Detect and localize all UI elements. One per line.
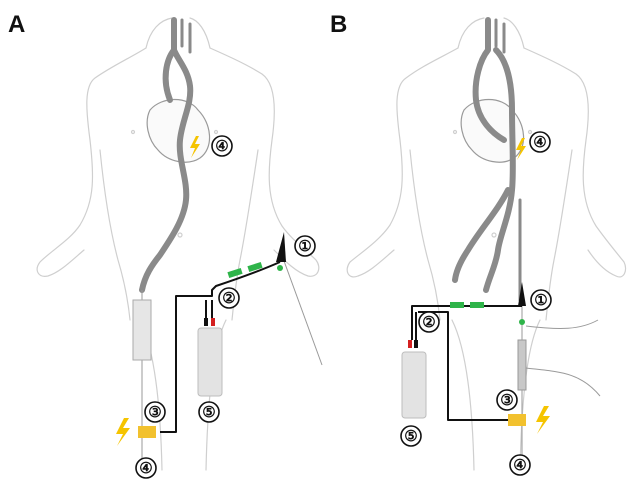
svg-text:⑤: ⑤ xyxy=(202,404,215,421)
svg-text:④: ④ xyxy=(513,457,526,474)
connector-clip xyxy=(138,426,156,438)
needle-line-a xyxy=(280,250,322,365)
connector-clip xyxy=(227,268,242,278)
callout-b-4-top: ④ xyxy=(530,132,550,152)
svg-text:①: ① xyxy=(534,292,547,309)
callout-b-1: ① xyxy=(531,290,551,310)
lightning-icon xyxy=(536,406,550,434)
connector-clip xyxy=(470,302,484,308)
connector-dot-a xyxy=(277,265,283,271)
body-outline-a xyxy=(37,18,319,470)
body-outline-b xyxy=(347,18,625,470)
panel-a-letter: A xyxy=(8,11,25,38)
connector-dot-b xyxy=(519,319,525,325)
needle-tip-a xyxy=(276,232,286,262)
connector-clip xyxy=(508,414,526,426)
connector-clip xyxy=(450,302,464,308)
svg-text:③: ③ xyxy=(148,404,161,421)
callout-a-2: ② xyxy=(219,288,239,308)
callout-a-4-top: ④ xyxy=(212,136,232,156)
svg-text:③: ③ xyxy=(500,392,513,409)
svg-text:④: ④ xyxy=(215,138,228,155)
svg-text:②: ② xyxy=(222,290,235,307)
svg-text:①: ① xyxy=(298,238,311,255)
lightning-icon xyxy=(116,418,130,446)
callout-b-5: ⑤ xyxy=(401,426,421,446)
battery-unit xyxy=(198,300,222,396)
callout-b-4-bottom: ④ xyxy=(510,455,530,475)
svg-text:④: ④ xyxy=(533,134,546,151)
svg-text:②: ② xyxy=(422,314,435,331)
battery-unit xyxy=(402,340,426,418)
callout-a-3: ③ xyxy=(145,402,165,422)
callout-b-3: ③ xyxy=(497,390,517,410)
callout-a-1: ① xyxy=(295,236,315,256)
svg-text:④: ④ xyxy=(139,460,152,477)
svg-text:⑤: ⑤ xyxy=(404,428,417,445)
panel-b-letter: B xyxy=(330,11,347,38)
callout-a-4-bottom: ④ xyxy=(136,458,156,478)
panel-b: B xyxy=(330,11,626,475)
sheath-a xyxy=(133,300,151,360)
callout-b-2: ② xyxy=(419,312,439,332)
panel-a: A xyxy=(8,11,322,478)
callout-a-5: ⑤ xyxy=(199,402,219,422)
sheath-b xyxy=(518,340,526,390)
